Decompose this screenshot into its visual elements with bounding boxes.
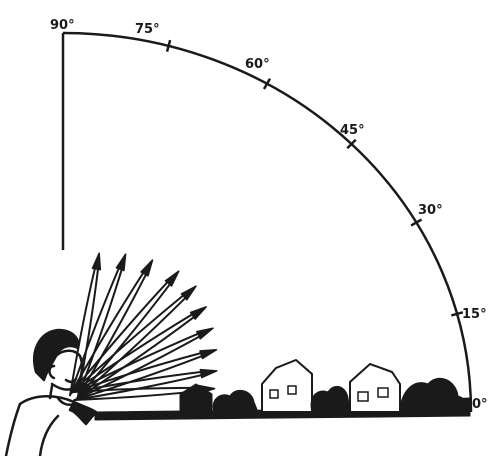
person-body-lower	[6, 404, 20, 456]
angle-label-30: 30°	[418, 203, 443, 218]
arc-tick-marks	[167, 40, 463, 315]
house-right-window	[358, 392, 368, 401]
house-left-window-2	[288, 386, 296, 394]
tree-cluster-left	[213, 390, 258, 412]
person-ear	[50, 366, 55, 378]
house-left-window	[270, 390, 278, 398]
angle-label-45: 45°	[340, 123, 365, 138]
house-right	[350, 364, 400, 412]
angle-label-15: 15°	[462, 307, 487, 322]
hedge-right	[420, 398, 470, 412]
angle-label-60: 60°	[245, 57, 270, 72]
angle-label-90: 90°	[50, 18, 75, 33]
tree-cluster-center	[311, 386, 350, 412]
village-skyline	[95, 360, 470, 420]
arc-tick-75	[167, 40, 170, 52]
angle-label-0: 0°	[472, 397, 488, 412]
house-right-window-2	[378, 388, 388, 397]
angle-label-75: 75°	[135, 22, 160, 37]
person-shirt-line	[40, 416, 58, 456]
pointing-arms	[70, 253, 217, 400]
house-left	[262, 360, 312, 412]
